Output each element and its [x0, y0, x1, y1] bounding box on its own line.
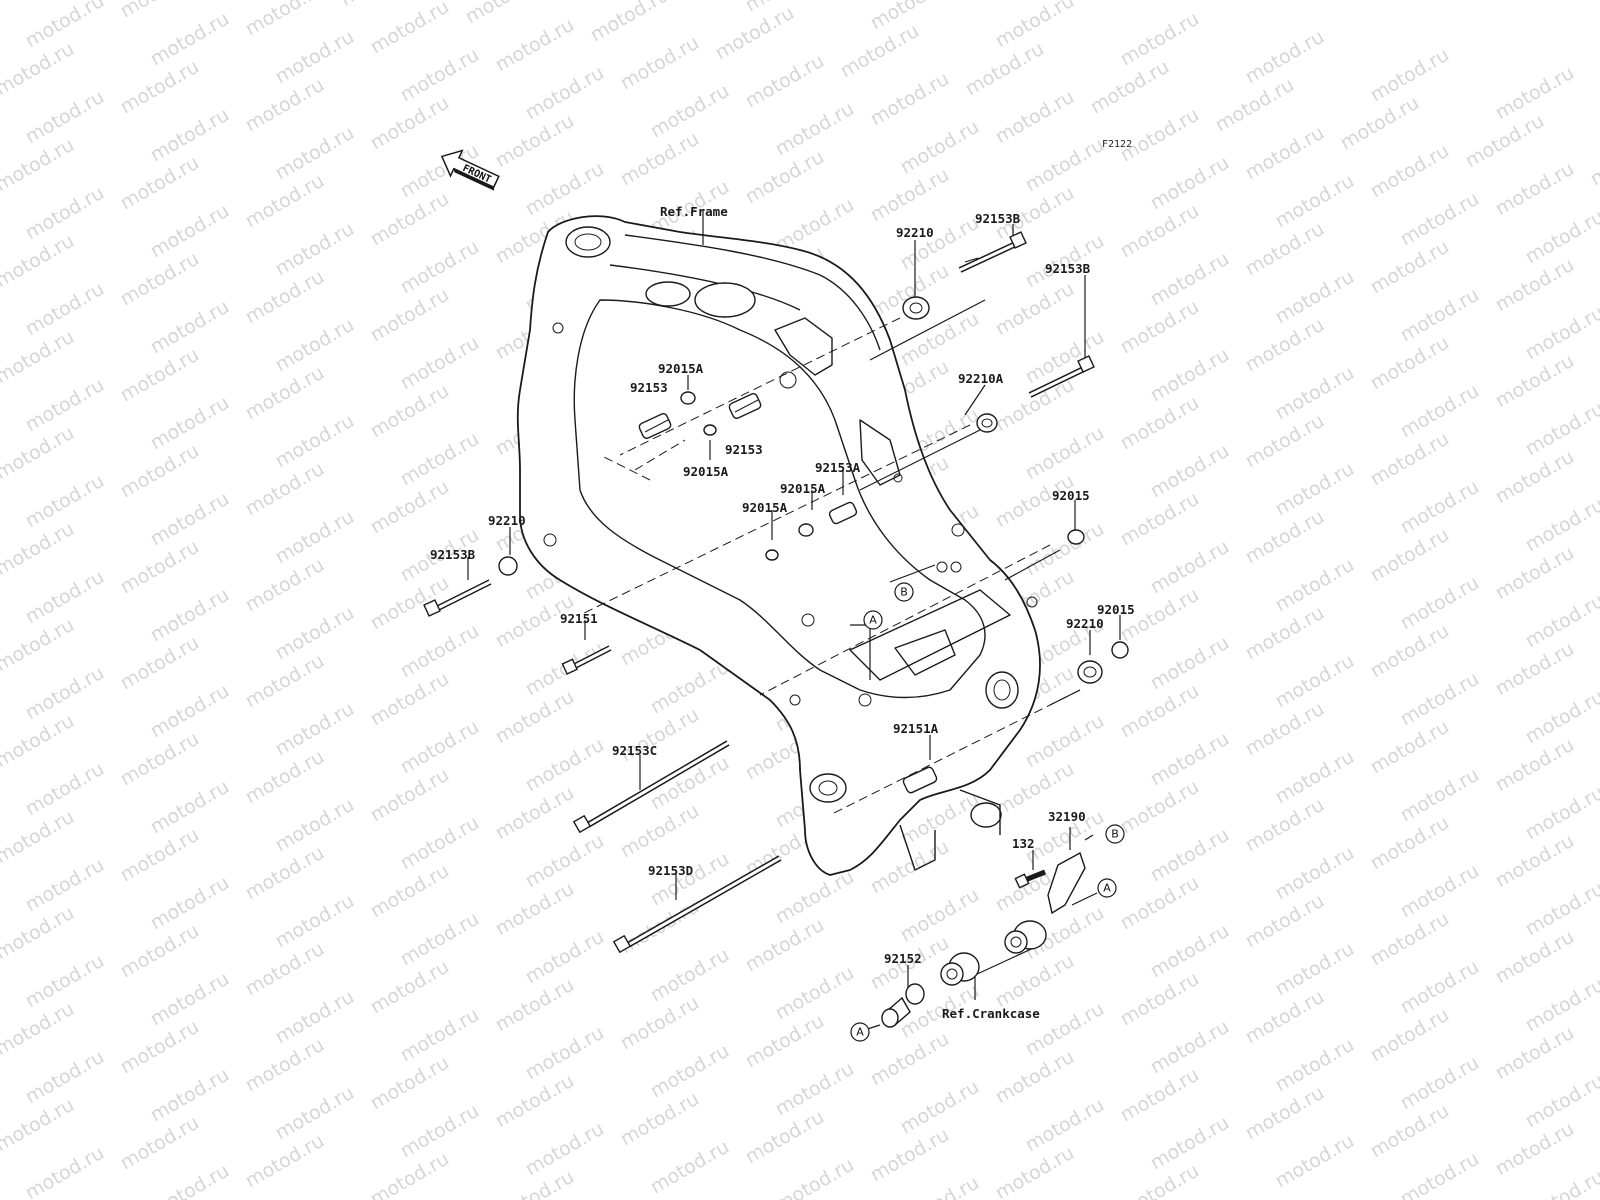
watermark-text: motod.ru [462, 0, 548, 28]
label-132[interactable]: 132 [1012, 836, 1035, 851]
damper-upper[interactable] [1004, 920, 1047, 954]
label-92152[interactable]: 92152 [884, 951, 922, 966]
watermark-text: motod.ru [1272, 1130, 1358, 1193]
label-92015A-c[interactable]: 92015A [780, 481, 826, 496]
label-92151A[interactable]: 92151A [893, 721, 939, 736]
watermark-text: motod.ru [0, 0, 78, 4]
label-92015A-d[interactable]: 92015A [742, 500, 788, 515]
callout-a-collar: A [850, 1022, 870, 1042]
label-92153A[interactable]: 92153A [815, 460, 861, 475]
label-92153B-mid[interactable]: 92153B [1045, 261, 1091, 276]
nut-92210-right[interactable] [1077, 660, 1103, 684]
bolt-92153B-left[interactable] [423, 579, 492, 617]
frame-drawing [516, 215, 1041, 876]
label-92153D[interactable]: 92153D [648, 863, 693, 878]
label-92210-left[interactable]: 92210 [488, 513, 526, 528]
watermark-text: motod.ru [772, 1154, 858, 1200]
label-92210-right[interactable]: 92210 [1066, 616, 1104, 631]
nut-92015-a[interactable] [1067, 529, 1085, 545]
label-92015A-b[interactable]: 92015A [683, 464, 729, 479]
svg-text:A: A [1103, 882, 1111, 895]
watermark-text: motod.ru [897, 1172, 983, 1200]
bolt-92153D[interactable] [612, 855, 782, 954]
watermark-text: motod.ru [367, 0, 453, 58]
label-92210A[interactable]: 92210A [958, 371, 1004, 386]
watermark-text: motod.ru [1242, 122, 1328, 185]
watermark-text: motod.ru [992, 86, 1078, 149]
svg-text:A: A [856, 1026, 864, 1039]
label-92015-b[interactable]: 92015 [1097, 602, 1135, 617]
svg-text:B: B [900, 586, 908, 599]
ref-frame-label: Ref.Frame [660, 204, 728, 219]
watermark-text: motod.ru [22, 1142, 108, 1200]
label-92210-top[interactable]: 92210 [896, 225, 934, 240]
watermark-text: motod.ru [742, 50, 828, 113]
nut-92015A-b[interactable] [703, 424, 717, 436]
label-92153B-left[interactable]: 92153B [430, 547, 476, 562]
svg-text:A: A [869, 614, 877, 627]
watermark-text: motod.ru [867, 68, 953, 131]
part-labels: Ref.Frame Ref.Crankcase 92153B 92210 921… [430, 204, 1135, 1021]
bracket-32190[interactable] [1047, 851, 1086, 915]
nut-92210-left[interactable] [498, 556, 518, 576]
bolt-92153B-mid[interactable] [1028, 355, 1095, 398]
bolt-92153C[interactable] [572, 740, 730, 834]
damper-lower[interactable] [940, 952, 980, 986]
callout-b-bracket: B [1105, 824, 1125, 844]
watermark-text: motod.ru [1492, 158, 1578, 221]
watermark-text: motod.ru [242, 0, 328, 40]
diagram-code: F2122 [1102, 139, 1132, 150]
bolt-92153B-top[interactable] [958, 231, 1027, 273]
watermark-text: motod.ru [147, 1160, 233, 1200]
callout-b-frame: B [894, 582, 914, 602]
bolt-132[interactable] [1014, 869, 1046, 889]
stud-92153-b[interactable] [728, 392, 762, 419]
collar-92152[interactable] [881, 983, 925, 1028]
callout-a-bracket: A [1097, 878, 1117, 898]
nut-92015A-d[interactable] [765, 549, 779, 561]
nut-92015-b[interactable] [1111, 641, 1129, 659]
label-92153-a[interactable]: 92153 [630, 380, 668, 395]
watermark-text: motod.ru [647, 1136, 733, 1199]
label-92015A-a[interactable]: 92015A [658, 361, 704, 376]
parts [423, 231, 1129, 1028]
svg-text:B: B [1111, 828, 1119, 841]
callout-a-frame: A [863, 610, 883, 630]
watermark-text: motod.ru [617, 32, 703, 95]
nut-92015A-c[interactable] [798, 523, 814, 537]
ref-crankcase-label: Ref.Crankcase [942, 1006, 1040, 1021]
nut-92210-top[interactable] [902, 296, 930, 320]
stud-92153A[interactable] [828, 501, 858, 525]
watermark-text: motod.ru [1367, 140, 1453, 203]
watermark-text: motod.ru [1587, 128, 1600, 191]
label-92153-b[interactable]: 92153 [725, 442, 763, 457]
label-92153C[interactable]: 92153C [612, 743, 657, 758]
leader-lines [467, 210, 1121, 1033]
watermark-text: motod.ru [337, 0, 423, 10]
nut-92210A[interactable] [976, 413, 998, 433]
stud-92153-a[interactable] [638, 412, 672, 439]
watermark-text: motod.ru [1117, 104, 1203, 167]
nut-92015A-a[interactable] [680, 391, 696, 405]
label-92015-a[interactable]: 92015 [1052, 488, 1090, 503]
callout-markers: A B B A A [850, 582, 1125, 1042]
stud-92151A[interactable] [902, 766, 938, 794]
watermark-text: motod.ru [492, 14, 578, 77]
label-92151[interactable]: 92151 [560, 611, 598, 626]
watermark-text: motod.ru [1397, 1148, 1483, 1200]
bolt-92151[interactable] [561, 645, 612, 675]
label-92153B-top[interactable]: 92153B [975, 211, 1021, 226]
label-32190[interactable]: 32190 [1048, 809, 1086, 824]
watermark-text: motod.ru [117, 0, 203, 22]
watermark-text: motod.ru [587, 0, 673, 46]
watermark-text: motod.ru [1522, 1166, 1600, 1200]
